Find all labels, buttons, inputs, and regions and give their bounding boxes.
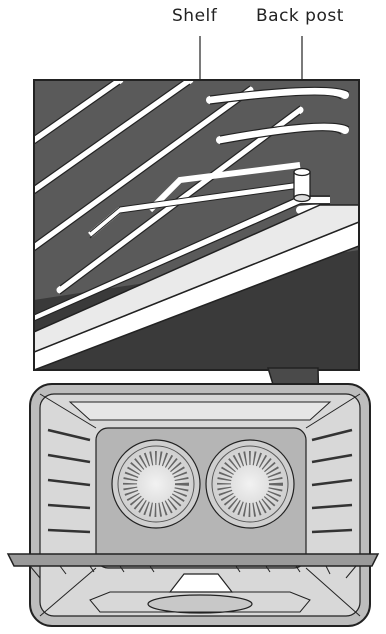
left-fan [111,439,201,529]
back-post-label: Back post [256,6,344,26]
right-fan [205,439,295,529]
back-post [293,167,311,203]
oven-cavity [6,383,380,627]
zoom-detail-panel [34,80,359,370]
shelf-in-oven [6,553,380,567]
shelf-label: Shelf [172,6,218,26]
